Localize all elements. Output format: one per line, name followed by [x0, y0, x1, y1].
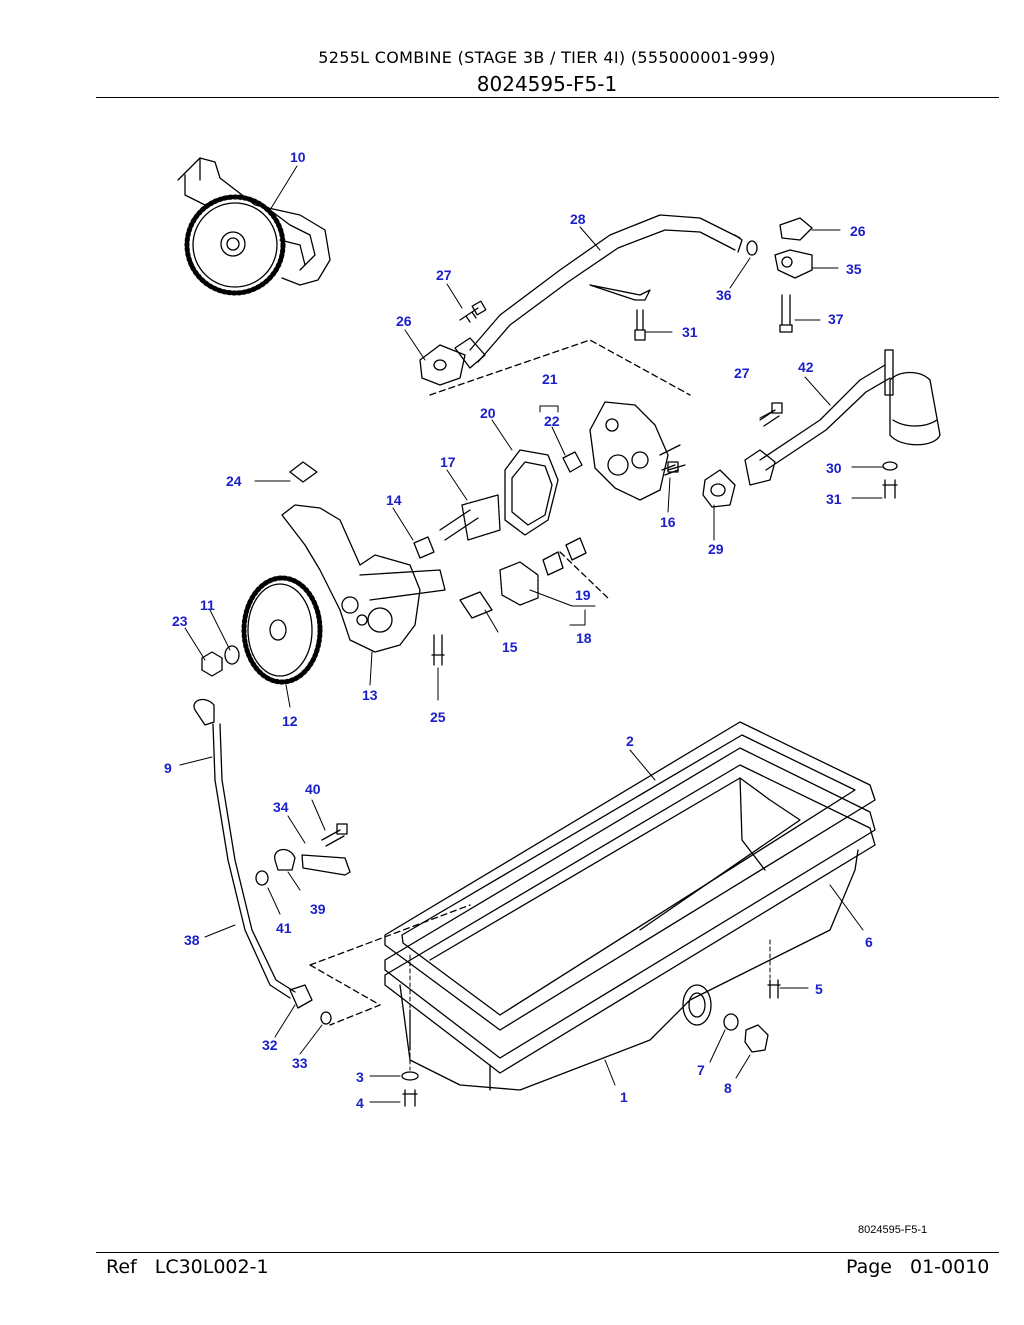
callout-6: 6: [865, 934, 873, 950]
callout-34: 34: [273, 799, 289, 815]
footer-page: Page 01-0010: [846, 1256, 989, 1278]
callout-24: 24: [226, 473, 242, 489]
callout-12: 12: [282, 713, 298, 729]
callout-11: 11: [200, 597, 215, 613]
callout-40: 40: [305, 781, 321, 797]
oil-pump-assembly-drawing: [177, 157, 331, 296]
callout-38: 38: [184, 932, 200, 948]
callout-31: 31: [682, 324, 698, 340]
upper-oil-pipe-drawing: [454, 214, 743, 369]
callout-36: 36: [716, 287, 732, 303]
callout-30: 30: [826, 460, 842, 476]
callout-37: 37: [828, 311, 844, 327]
footer-ref: Ref LC30L002-1: [106, 1256, 269, 1278]
callout-35: 35: [846, 261, 862, 277]
page-label: Page: [846, 1256, 892, 1278]
header-rule: [96, 97, 999, 98]
ref-label: Ref: [106, 1256, 137, 1278]
callout-9: 9: [164, 760, 172, 776]
callout-28: 28: [570, 211, 586, 227]
gasket-drawing: [419, 344, 466, 386]
callout-27: 27: [436, 267, 452, 283]
page-value: 01-0010: [910, 1256, 990, 1278]
callout-5: 5: [815, 981, 823, 997]
callout-4: 4: [356, 1095, 364, 1111]
callout-2: 2: [626, 733, 634, 749]
model-title: 5255L COMBINE (STAGE 3B / TIER 4I) (5550…: [318, 48, 776, 67]
callout-17: 17: [440, 454, 456, 470]
ref-value: LC30L002-1: [154, 1256, 269, 1278]
callout-16: 16: [660, 514, 676, 530]
callout-18: 18: [576, 630, 592, 646]
callout-1: 1: [620, 1089, 628, 1105]
figure-id-label: 8024595-F5-1: [858, 1224, 928, 1236]
callout-22: 22: [544, 413, 560, 429]
callout-31: 31: [826, 491, 842, 507]
callout-3: 3: [356, 1069, 364, 1085]
callout-41: 41: [276, 920, 292, 936]
callout-13: 13: [362, 687, 378, 703]
callout-21: 21: [542, 371, 558, 387]
callout-23: 23: [172, 613, 188, 629]
callout-10: 10: [290, 149, 306, 165]
callout-26: 26: [850, 223, 866, 239]
callout-29: 29: [708, 541, 724, 557]
figure-number: 8024595-F5-1: [476, 72, 618, 96]
footer-rule: [96, 1252, 999, 1253]
callout-32: 32: [262, 1037, 278, 1053]
callout-14: 14: [386, 492, 402, 508]
callout-8: 8: [724, 1080, 732, 1096]
callout-19: 19: [575, 587, 591, 603]
callout-42: 42: [798, 359, 814, 375]
callout-15: 15: [502, 639, 518, 655]
callout-33: 33: [292, 1055, 308, 1071]
callout-27: 27: [734, 365, 750, 381]
callout-25: 25: [430, 709, 446, 725]
callout-7: 7: [697, 1062, 705, 1078]
callout-26: 26: [396, 313, 412, 329]
oil-pan-drawing: [384, 721, 876, 1091]
callout-20: 20: [480, 405, 496, 421]
callout-39: 39: [310, 901, 326, 917]
